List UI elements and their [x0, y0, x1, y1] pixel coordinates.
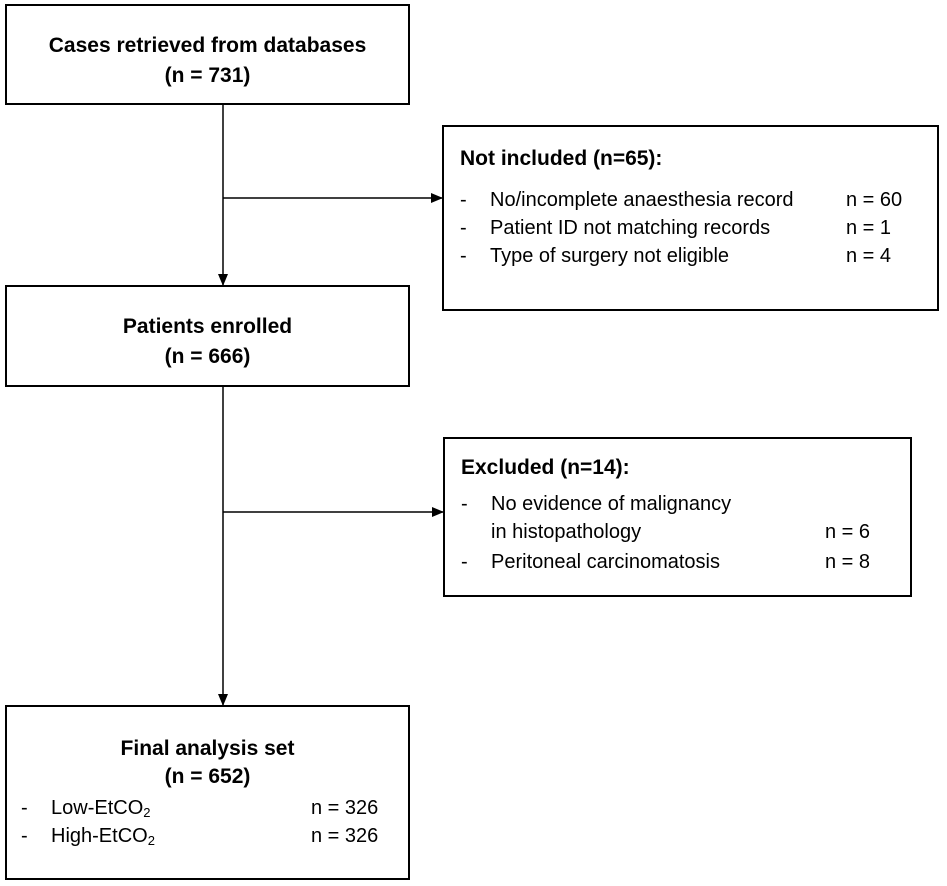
- box-patients-enrolled-title: Patients enrolled: [122, 315, 293, 338]
- not-included-item-count: n = 60: [846, 189, 903, 211]
- excluded-item: - No evidence of malignancy in histopath…: [461, 491, 901, 543]
- box-cases-retrieved-title: Cases retrieved from databases: [48, 34, 367, 57]
- excluded-item-count: n = 6: [825, 521, 871, 543]
- list-dash: -: [461, 551, 468, 573]
- not-included-item-label: No/incomplete anaesthesia record: [490, 189, 794, 211]
- list-dash: -: [460, 217, 467, 239]
- final-group-label-subscript: 2: [147, 833, 155, 848]
- excluded-item-label-line2: in histopathology: [491, 521, 642, 543]
- box-cases-retrieved-count: (n = 731): [164, 64, 251, 87]
- not-included-item-label: Type of surgery not eligible: [490, 245, 730, 267]
- final-group-label-main: High-EtCO: [51, 825, 148, 847]
- list-dash: -: [461, 493, 468, 515]
- excluded-item-label-line1: No evidence of malignancy: [491, 493, 732, 515]
- box-final-analysis-count: (n = 652): [164, 765, 251, 788]
- list-dash: -: [460, 245, 467, 267]
- final-group-label-main: Low-EtCO: [51, 797, 144, 819]
- final-group-count: n = 326: [311, 825, 379, 847]
- list-dash: -: [460, 189, 467, 211]
- box-patients-enrolled: Patients enrolled (n = 666): [5, 285, 410, 387]
- box-excluded-title: Excluded (n=14):: [461, 456, 630, 479]
- box-patients-enrolled-count: (n = 666): [164, 345, 251, 368]
- not-included-item-count: n = 4: [846, 245, 892, 267]
- box-cases-retrieved: Cases retrieved from databases (n = 731): [5, 4, 410, 105]
- final-group-label-subscript: 2: [143, 805, 151, 820]
- box-final-analysis-title: Final analysis set: [120, 737, 295, 760]
- box-excluded: Excluded (n=14): - No evidence of malign…: [443, 437, 912, 597]
- list-dash: -: [21, 797, 28, 819]
- not-included-item-count: n = 1: [846, 217, 892, 239]
- final-group-label: Low-EtCO2: [51, 795, 150, 821]
- excluded-item-label: Peritoneal carcinomatosis: [491, 551, 720, 573]
- box-not-included: Not included (n=65): - No/incomplete ana…: [442, 125, 939, 311]
- box-not-included-title: Not included (n=65):: [460, 147, 663, 170]
- excluded-item-count: n = 8: [825, 551, 871, 573]
- final-group-count: n = 326: [311, 797, 379, 819]
- box-final-analysis-set: Final analysis set (n = 652) - Low-EtCO2…: [5, 705, 410, 880]
- final-group-label: High-EtCO2: [51, 823, 155, 849]
- list-dash: -: [21, 825, 28, 847]
- not-included-item-label: Patient ID not matching records: [490, 217, 771, 239]
